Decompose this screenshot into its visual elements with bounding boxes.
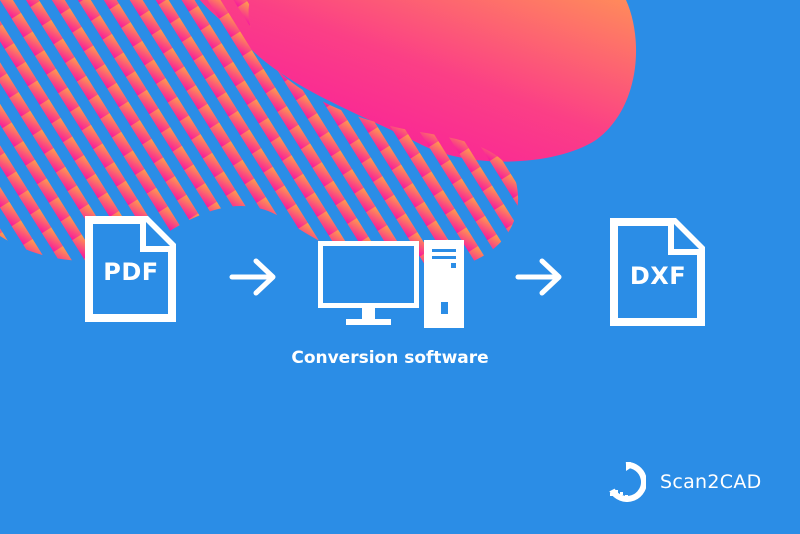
decorative-blob (200, 0, 637, 162)
target-format-label: DXF (630, 262, 686, 290)
diagram-caption: Conversion software (291, 348, 489, 368)
pdf-file-icon: PDF (85, 216, 176, 322)
brand-logo: Scan2CAD (606, 462, 762, 502)
scan2cad-logo-icon (609, 462, 646, 502)
source-format-label: PDF (103, 258, 158, 286)
arrow-right-icon (515, 258, 562, 296)
brand-name: Scan2CAD (660, 471, 762, 493)
dxf-file-icon: DXF (610, 218, 705, 326)
desktop-tower-icon (424, 240, 464, 328)
monitor-icon (318, 241, 419, 325)
arrow-right-icon (229, 258, 276, 296)
computer-icon (318, 240, 464, 328)
